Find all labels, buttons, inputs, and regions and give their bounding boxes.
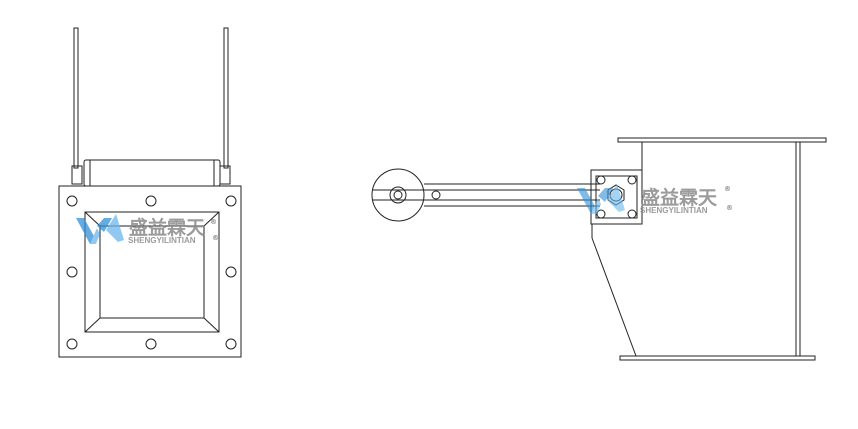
bolt-hole bbox=[225, 195, 237, 207]
counterweight-disc bbox=[371, 168, 425, 222]
top-cylinder bbox=[83, 159, 221, 187]
lever-arm bbox=[424, 183, 600, 207]
valve-body bbox=[591, 137, 827, 361]
bolt-hole bbox=[145, 338, 157, 350]
registered-mark: ® bbox=[210, 218, 217, 226]
bolt-hole bbox=[225, 266, 237, 278]
svg-text:®: ® bbox=[726, 204, 733, 212]
brand-logo-icon bbox=[76, 214, 124, 244]
bolt-holes bbox=[66, 195, 237, 350]
opening-outer-frame bbox=[84, 211, 220, 333]
watermark-front: 盛益霖天 ® SHENGYILINTIAN ® bbox=[76, 214, 219, 245]
side-view bbox=[371, 137, 827, 361]
brand-name-en: SHENGYILINTIAN bbox=[128, 236, 196, 245]
brand-name-cn: 盛益霖天 bbox=[129, 216, 206, 239]
hanger-rod-right bbox=[219, 27, 231, 185]
bolt-hole bbox=[225, 338, 237, 350]
registered-mark: ® bbox=[724, 185, 731, 193]
svg-text:®: ® bbox=[212, 234, 219, 242]
counterweight-hub bbox=[389, 186, 407, 204]
bolt-hole bbox=[66, 266, 78, 278]
bolt-hole bbox=[66, 338, 78, 350]
front-flange-plate bbox=[58, 185, 242, 358]
bottom-flange bbox=[619, 355, 816, 361]
opening-inner bbox=[99, 225, 205, 319]
top-flange bbox=[617, 137, 827, 143]
bolt-hole bbox=[66, 195, 78, 207]
brand-name-en: SHENGYILINTIAN bbox=[640, 206, 708, 215]
watermark-side: 盛益霖天 ® SHENGYILINTIAN ® bbox=[577, 184, 733, 215]
brand-logo-icon bbox=[577, 184, 625, 214]
hanger-rod-left bbox=[71, 27, 83, 185]
brand-name-cn: 盛益霖天 bbox=[641, 186, 718, 209]
bolt-hole bbox=[145, 195, 157, 207]
front-view bbox=[58, 27, 242, 358]
